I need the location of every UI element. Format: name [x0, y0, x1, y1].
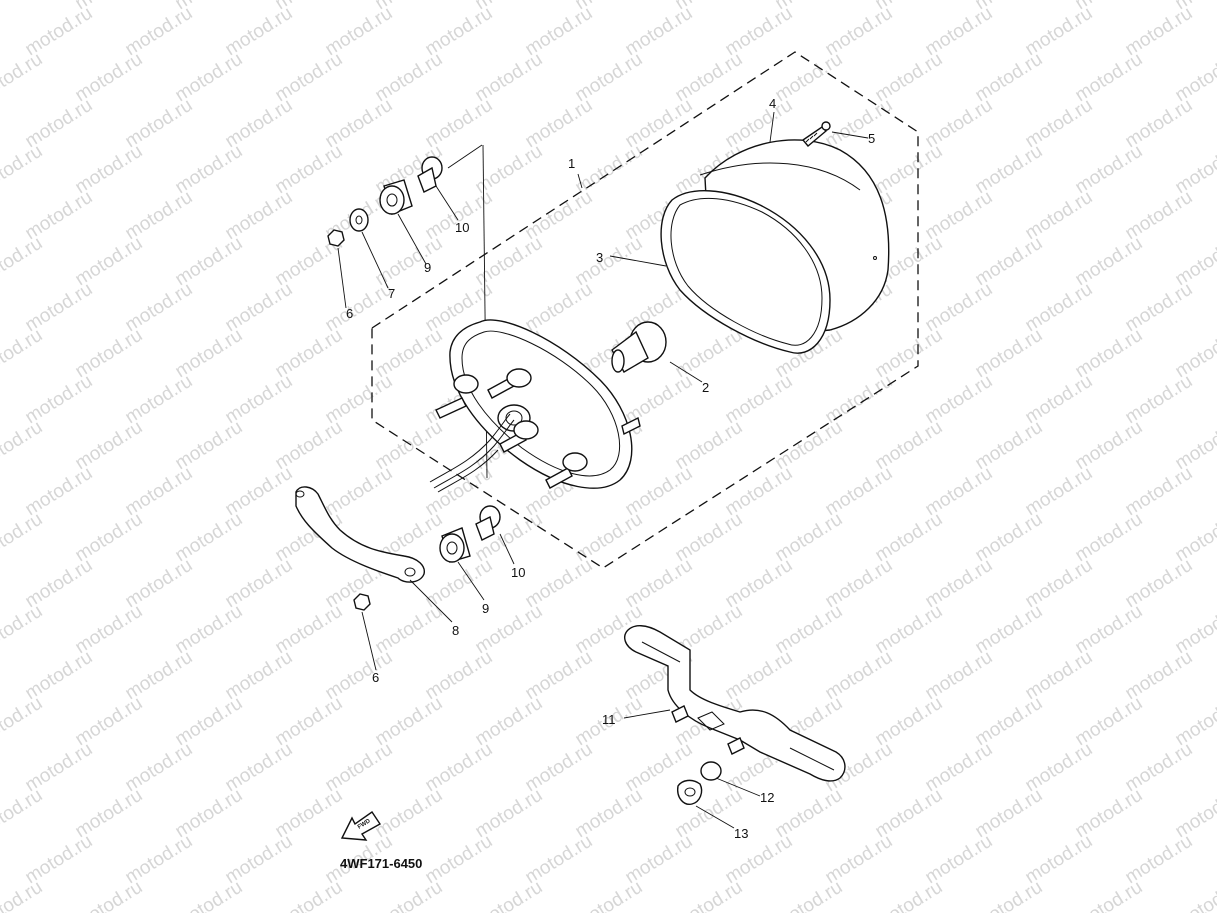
watermark-text: motod.ru [1172, 601, 1217, 659]
callout-9-lower: 9 [482, 601, 489, 616]
fwd-arrow-icon: FWD [340, 811, 382, 841]
watermark-text: motod.ru [0, 601, 46, 659]
callout-7: 7 [388, 286, 395, 301]
callout-labels: 1 2 3 4 5 6 6 7 8 9 9 10 10 11 12 13 [346, 96, 875, 841]
watermark-text: motod.ru [672, 877, 747, 913]
leader-lines [337, 111, 869, 829]
watermark-text: motod.ru [0, 509, 46, 567]
watermark-text: motod.ru [472, 877, 547, 913]
callout-10-lower: 10 [511, 565, 525, 580]
callout-11: 11 [602, 712, 616, 727]
callout-2: 2 [702, 380, 709, 395]
assembly-outline [371, 51, 919, 569]
callout-12: 12 [760, 790, 774, 805]
watermark-text: motod.ru [0, 233, 46, 291]
bulb-part [611, 321, 667, 373]
screw-part [801, 121, 831, 147]
watermark-text: motod.ru [1172, 233, 1217, 291]
watermark-text: motod.ru [0, 325, 46, 383]
watermark-text: motod.ru [1172, 325, 1217, 383]
watermark-text: motod.ru [572, 877, 647, 913]
callout-13: 13 [734, 826, 748, 841]
watermark-text: motod.ru [972, 877, 1047, 913]
watermark-text: motod.ru [772, 877, 847, 913]
callout-6-upper: 6 [346, 306, 353, 321]
watermark-text: motod.ru [272, 877, 347, 913]
callout-6-lower: 6 [372, 670, 379, 685]
watermark-text: motod.ru [0, 785, 46, 843]
watermark-text: motod.ru [1172, 877, 1217, 913]
housing-part [429, 319, 641, 493]
watermark-text: motod.ru [72, 877, 147, 913]
fastener-upper [327, 156, 443, 247]
watermark-text: motod.ru [1172, 417, 1217, 475]
watermark-text: motod.ru [1172, 49, 1217, 107]
gasket-part [660, 190, 831, 354]
watermark-text: motod.ru [1172, 141, 1217, 199]
watermark-text: motod.ru [1172, 693, 1217, 751]
callout-10-upper: 10 [455, 220, 469, 235]
watermark-text: motod.ru [0, 141, 46, 199]
watermark-text: motod.ru [1172, 509, 1217, 567]
diagram-code: 4WF171-6450 [340, 856, 422, 871]
callout-8: 8 [452, 623, 459, 638]
watermark-text: motod.ru [1072, 877, 1147, 913]
watermark-text: motod.ru [172, 877, 247, 913]
callout-1: 1 [568, 156, 575, 171]
callout-3: 3 [596, 250, 603, 265]
callout-4: 4 [769, 96, 776, 111]
license-bracket-part [624, 625, 846, 782]
callout-5: 5 [868, 131, 875, 146]
watermark-text: motod.ru [1172, 785, 1217, 843]
callout-9-upper: 9 [424, 260, 431, 275]
watermark-text: motod.ru [372, 877, 447, 913]
watermark-text: motod.ru [872, 877, 947, 913]
watermark-text: motod.ru [0, 49, 46, 107]
washer-nut-lower [677, 761, 722, 805]
watermark-text: motod.ru [0, 693, 46, 751]
watermark-text: motod.ru [0, 417, 46, 475]
watermark-text: motod.ru [0, 0, 46, 14]
stay-part [295, 486, 425, 583]
fastener-lower [353, 505, 501, 611]
